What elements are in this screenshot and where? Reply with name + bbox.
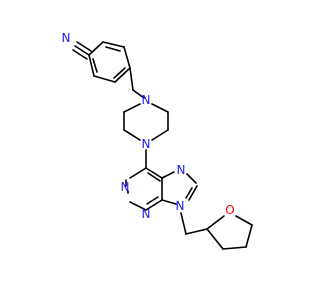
structure-svg: N N N N N N N O [62,31,253,250]
molecule-diagram: N N N N N N N O [62,31,253,250]
imidazole-n7-label: N [177,163,186,177]
thf-oxygen-label: O [225,203,234,217]
benzene-ring [88,41,131,83]
n9-ch2-bond [180,212,187,235]
piperazine-n1-label: N [142,93,151,107]
ch2-n-bond [132,89,145,99]
pyrimidine-ring [125,167,163,211]
piperazine-ring [123,103,169,141]
imidazole-n9-label: N [176,199,185,213]
imidazole-ring [161,171,198,205]
nitrile-n-label: N [62,31,71,45]
nitrile-group [72,41,92,60]
ch2-thf-bond [185,228,208,235]
thf-ring [206,215,253,250]
benzyl-ch2-bond [129,67,134,91]
pyrimidine-n1-label: N [121,180,130,194]
piperazine-n2-label: N [142,137,151,151]
pyrimidine-n3-label: N [142,207,151,221]
